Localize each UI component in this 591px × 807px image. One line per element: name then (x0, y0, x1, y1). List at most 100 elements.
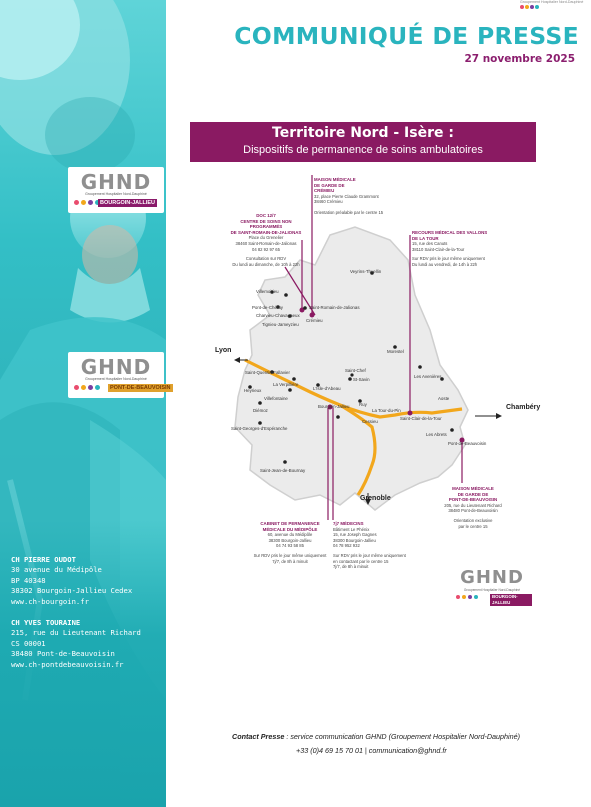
place-label: Pont-de-Chéruy (252, 305, 283, 310)
annotation-text: Sur RDV pris le jour même uniquement (333, 552, 406, 558)
annotation-text: en contactant par le centre 15 (333, 558, 389, 564)
city-chambery: Chambéry (506, 404, 541, 411)
arrow-lyon-icon (234, 357, 240, 363)
annotation-heading: DOC 12/7 (256, 213, 276, 218)
contact-link[interactable]: www.ch-pontdebeauvoisin.fr (11, 659, 124, 669)
press-contact: Contact Presse : service communication G… (232, 732, 520, 741)
logo-subtitle: Groupement Hospitalier Nord-Dauphiné (85, 377, 147, 381)
contact-line: BP 40348 (11, 575, 46, 585)
ghnd-footer-logo: GHND Groupement Hospitalier Nord-Dauphin… (452, 567, 532, 607)
place-label: Aoste (438, 396, 450, 401)
infographic-subtitle: Dispositifs de permanence de soins ambul… (243, 144, 483, 156)
logo-tag: BOURGOIN-JALLIEU (98, 199, 157, 207)
contact-block: CH PIERRE OUDOT 30 avenue du Médipôle BP… (11, 555, 161, 607)
place-label: Saint-Clair-de-la-Tour (400, 416, 442, 421)
place-label: Saint-Jean-de-Bournay (260, 468, 306, 473)
annotation-heading: CENTRE DE SOINS NON PROGRAMMÉS (240, 218, 292, 230)
city-lyon: Lyon (215, 347, 232, 354)
logo-tag: PONT-DE-BEAUVOISIN (108, 384, 173, 392)
logo-tag: BOURGOIN-JALLIEU (490, 594, 532, 606)
logo-subtitle: Groupement Hospitalier Nord-Dauphiné (85, 192, 147, 196)
logo-mark: GHND (80, 170, 152, 194)
annotation-text: 38300 Bourgoin-Jallieu (333, 537, 376, 543)
place-label: Pont-de-Beauvoisin (448, 441, 487, 446)
contact-line: 30 avenue du Médipôle (11, 565, 102, 575)
annotation-text: 38460 Crémieu (314, 199, 343, 205)
annotation-text: Orientation exclusive (453, 517, 493, 523)
logo-dots-icon (456, 595, 478, 599)
annotation-text: 7j/7, de 8h à minuit (272, 558, 308, 564)
annotation-heading: DE LA TOUR (412, 235, 439, 241)
service-point (407, 410, 413, 416)
infographic-title: Territoire Nord - Isère : (272, 125, 454, 141)
annotation-text: Du lundi au vendredi, de 14h à 22h (412, 261, 478, 267)
press-contact-label: Contact Presse (232, 732, 285, 741)
logo-dots-icon (74, 200, 100, 205)
leader-line (284, 266, 316, 316)
press-contact-text: : service communication GHND (Groupement… (284, 732, 521, 741)
contact-line: 215, rue du Lieutenant Richard (11, 628, 141, 638)
contact-name: CH PIERRE OUDOT (11, 555, 76, 564)
place-label: Tignieu-Jameyzieu (262, 322, 299, 327)
place-label: Crémieu (306, 318, 323, 323)
mini-logo-dots-icon (520, 5, 539, 9)
annotation-text: 04 78 952 932 (333, 543, 360, 549)
logo-mark: GHND (460, 567, 524, 588)
place-label: Saint-Romain-de-Jalionas (309, 305, 360, 310)
photo-fade-overlay (0, 520, 166, 807)
annotation-text: 38480 Pont-de-Beauvoisin (448, 508, 498, 514)
annotation-text: 32, place Pierre Claude Grammont (314, 193, 379, 199)
service-point (299, 307, 305, 313)
annotation-text: Sur RDV pris le jour même uniquement (412, 256, 485, 262)
mini-logo-text: Groupement Hospitalier Nord-Dauphiné (520, 0, 584, 4)
annotation-7j7: 7j7 MÉDECINS Bâtiment Le Phénix 15, rue … (333, 521, 415, 570)
annotation-text: Sur RDV pris le jour même uniquement (253, 552, 327, 558)
place-label: Ruy (359, 402, 367, 407)
city-grenoble: Grenoble (360, 495, 391, 502)
annotation-text: 15, rue Joseph Gagnes (333, 532, 377, 538)
annotation-text: par le centre 15 (458, 523, 488, 529)
logo-subtitle: Groupement Hospitalier Nord-Dauphiné (463, 588, 521, 592)
annotation-text: 15, rue des Canuts (412, 241, 448, 247)
place-label: La Tour-du-Pin (372, 408, 401, 413)
territory-map (234, 175, 502, 520)
contact-line: 38302 Bourgoin-Jallieu Cedex (11, 586, 133, 596)
annotation-text: Orientation préalable par le centre 15 (314, 209, 384, 215)
annotation-pont: MAISON MÉDICALE DE GARDE DE PONT-DE-BEAU… (428, 486, 518, 529)
annotation-text: 38110 Saint-Clair-de-la-Tour (412, 246, 465, 252)
annotation-medipole: CABINET DE PERMANENCE MÉDICALE DU MÉDIPÔ… (250, 521, 330, 564)
annotation-heading: DE GARDE DE (457, 491, 489, 497)
annotation-heading: RECOURS MÉDICAL DES VALLONS (412, 230, 488, 235)
place-label: St-Savin (353, 377, 370, 382)
place-label: La Verpillière (273, 382, 299, 387)
motorway-a48 (339, 403, 377, 496)
place-label: Villemoirieu (256, 289, 279, 294)
annotation-heading: 7j7 MÉDECINS (333, 521, 364, 526)
place-label: Villefontaine (264, 396, 288, 401)
place-label: Les Avenières (414, 374, 442, 379)
place-label: Charvieu-Chavagneux (256, 313, 300, 318)
annotation-text: 38300 Bourgoin-Jallieu (268, 537, 312, 543)
town-dots (248, 271, 454, 464)
annotation-text: Du lundi au dimanche, de 10h à 22h (232, 261, 300, 267)
logo-dots-icon (74, 385, 100, 390)
place-label: Saint-Chef (345, 368, 366, 373)
place-label: L'Isle-d'Abeau (313, 386, 341, 391)
contact-name: CH YVES TOURAINE (11, 618, 81, 628)
annotation-text: 04 82 92 97 65 (252, 246, 280, 252)
annotation-text: 205, rue du Lieutenant Richard (444, 502, 502, 508)
annotation-text: 7j/7, de 8h à minuit (333, 564, 369, 570)
press-phone-email[interactable]: +33 (0)4 69 15 70 01 | communication@ghn… (296, 746, 447, 755)
contact-link[interactable]: www.ch-bourgoin.fr (11, 596, 89, 606)
contact-line: 38480 Pont-de-Beauvoisin (11, 649, 115, 659)
annotation-heading: MAISON MÉDICALE (452, 486, 494, 491)
publication-date: 27 novembre 2025 (464, 53, 575, 65)
place-label: Les Abrets (426, 432, 447, 437)
arrow-grenoble-icon (365, 499, 371, 505)
service-point (309, 312, 315, 318)
place-label: Heyrieux (244, 388, 262, 393)
ghnd-pont-logo: GHND Groupement Hospitalier Nord-Dauphin… (68, 352, 173, 398)
service-point (327, 404, 333, 410)
place-label: Saint-Quentin-Fallavier (245, 370, 290, 375)
contact-line: CS 00001 (11, 638, 46, 648)
